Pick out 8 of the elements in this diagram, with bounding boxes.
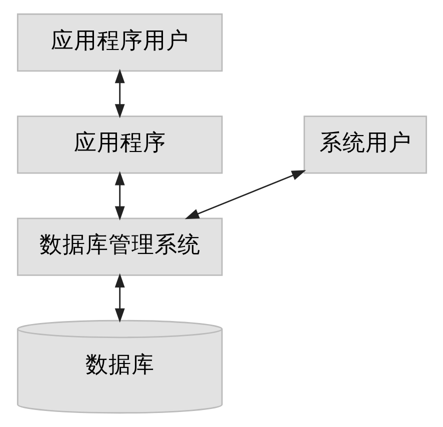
arrow [114,68,124,118]
arrow [114,171,124,220]
node-box: 系统用户 [303,116,427,174]
node-box: 应用程序 [16,116,222,174]
node-box: 应用程序用户 [16,13,222,72]
node-box: 数据库管理系统 [16,218,222,276]
arrow [184,170,306,220]
arrow [114,273,124,323]
